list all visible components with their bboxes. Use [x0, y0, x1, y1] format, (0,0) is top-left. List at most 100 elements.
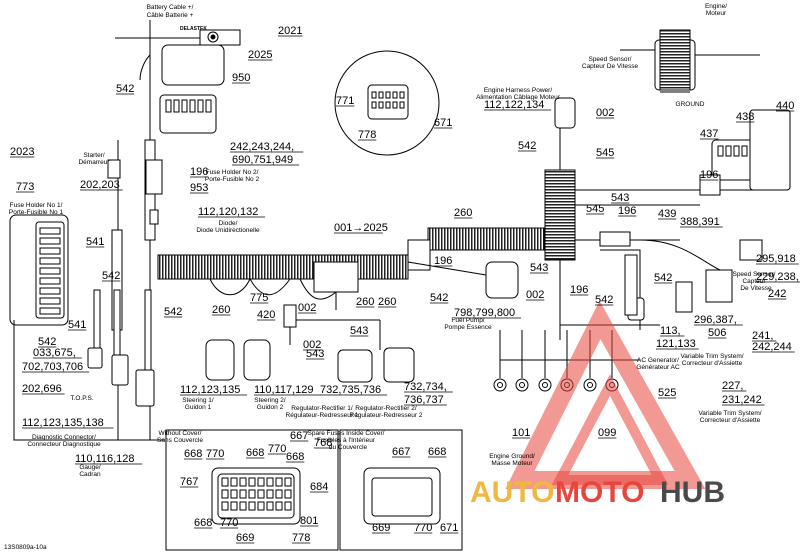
callout-number: 542 — [38, 336, 56, 348]
connector-296 — [675, 281, 693, 313]
callout-number: 260 — [378, 296, 396, 308]
callout-number: 543 — [611, 192, 629, 204]
callout-number: 767 — [180, 476, 198, 488]
component-label: Guidon 2 — [257, 404, 284, 411]
callout-number: 231,242 — [722, 394, 762, 406]
callout-number: 950 — [232, 72, 250, 84]
detail-pin — [371, 91, 377, 99]
callout-number: 002 — [526, 289, 544, 301]
fuse-slot — [39, 257, 61, 265]
ring-terminal-hole — [519, 382, 525, 388]
starter-connector — [107, 159, 121, 179]
component-label: Régulateur-Redresseur 2 — [350, 412, 423, 419]
callout-number: 543 — [306, 348, 324, 360]
callout-number: 440 — [776, 100, 794, 112]
callout-number: 671 — [440, 522, 458, 534]
fuse-cell — [239, 477, 247, 487]
fuse-slot — [205, 99, 212, 113]
component-label: GROUND — [676, 101, 705, 108]
fuse-slot — [39, 227, 61, 235]
callout-number: 953 — [190, 182, 208, 194]
component-label: Speed Sensor/ — [588, 56, 631, 63]
callout-number: 542 — [518, 140, 536, 152]
component-label: Correcteur d'Assiette — [700, 417, 761, 424]
component-label: Variable Trim System/ — [680, 353, 743, 360]
callout-number: 702,703,706 — [22, 361, 83, 373]
fuse-slot — [39, 267, 61, 275]
component-label: Variable Trim System/ — [698, 410, 761, 417]
component-label: Cadran — [79, 471, 101, 478]
component-label: De Vitesse — [740, 285, 772, 292]
fuse-slot — [39, 287, 61, 295]
connector-pin — [733, 145, 740, 157]
diode-775 — [283, 304, 297, 328]
fuse-slot — [39, 307, 61, 315]
callout-number: 438 — [736, 111, 754, 123]
component-label: Engine Ground/ — [489, 453, 535, 460]
callout-number: 099 — [598, 427, 616, 439]
fuse-cell — [275, 477, 283, 487]
component-label: Fuse Holder No 2/ — [206, 169, 259, 176]
watermark-text-moto: MOTO — [555, 476, 644, 509]
fuse-slot — [39, 247, 61, 255]
callout-number: 775 — [250, 292, 268, 304]
callout-number: 770 — [220, 517, 238, 529]
callout-number: 196 — [618, 205, 636, 217]
callout-number: 542 — [595, 294, 613, 306]
detail-pin — [392, 91, 398, 99]
callout-number: 437 — [700, 128, 718, 140]
component-label: Engine Harness Power/ — [484, 87, 552, 94]
fuse-cell — [275, 501, 283, 511]
callout-number: 732,735,736 — [320, 384, 381, 396]
component-label: Regulator-Rectifier 1/ — [291, 405, 353, 412]
fuse-cell — [239, 489, 247, 499]
component-label: Diode/ — [219, 220, 238, 227]
callout-number: 736,737 — [404, 394, 444, 406]
callout-number: 2021 — [278, 25, 302, 37]
component-label: Diagnostic Connector/ — [32, 434, 96, 441]
component-label: Fuse Holder No 1/ — [10, 202, 63, 209]
component-label: Capteur — [742, 278, 766, 285]
callout-number: 296,387, — [694, 314, 737, 326]
component-label: Câble Batterie + — [147, 12, 194, 19]
fuse-cell — [239, 501, 247, 511]
fuse-box-cover-face — [371, 477, 433, 517]
component-label: Démarreur — [78, 159, 110, 166]
callout-number: 196 — [700, 169, 718, 181]
diode-connector — [145, 159, 163, 195]
callout-number: 773 — [16, 181, 34, 193]
connector-241 — [705, 269, 733, 303]
fuse-holder-cover — [161, 44, 225, 86]
component-label: Porte-Fusible No 1 — [9, 209, 64, 216]
fuse-cell — [284, 489, 292, 499]
callout-number: 388,391 — [680, 216, 720, 228]
fuse-slot — [189, 99, 196, 113]
component-label: Engine/ — [705, 3, 727, 10]
harness-loop — [299, 278, 337, 300]
callout-number: 260 — [454, 207, 472, 219]
callout-number: 112,123,135,138 — [22, 417, 104, 429]
callout-number: 801 — [300, 515, 318, 527]
callout-number: 771 — [336, 95, 354, 107]
callout-number: 545 — [596, 147, 614, 159]
component-label: Speed Sensor/ — [732, 271, 775, 278]
callout-number: 260 — [356, 296, 374, 308]
callout-number: 227, — [722, 380, 743, 392]
component-label: Guidon 1 — [185, 404, 212, 411]
trunk-sleeve — [113, 289, 121, 361]
fuse-cell — [284, 477, 292, 487]
component-label: Masse Moteur — [491, 460, 533, 467]
callout-number: 542 — [164, 306, 182, 318]
callout-number: 671 — [434, 117, 452, 129]
fuse-slot — [39, 277, 61, 285]
component-label: Fusibles à l'Intérieur — [317, 437, 376, 444]
callout-number: 295,918 — [756, 253, 796, 265]
main-splice-block-texture — [544, 169, 576, 261]
fuse-slot — [173, 99, 180, 113]
watermark-text-auto: AUTO — [470, 476, 554, 509]
callout-number: 543 — [530, 262, 548, 274]
callout-number: 669 — [372, 522, 390, 534]
callout-number: 121,133 — [656, 338, 696, 350]
gauge-connector — [135, 369, 155, 407]
steering-1-connector — [205, 339, 235, 381]
